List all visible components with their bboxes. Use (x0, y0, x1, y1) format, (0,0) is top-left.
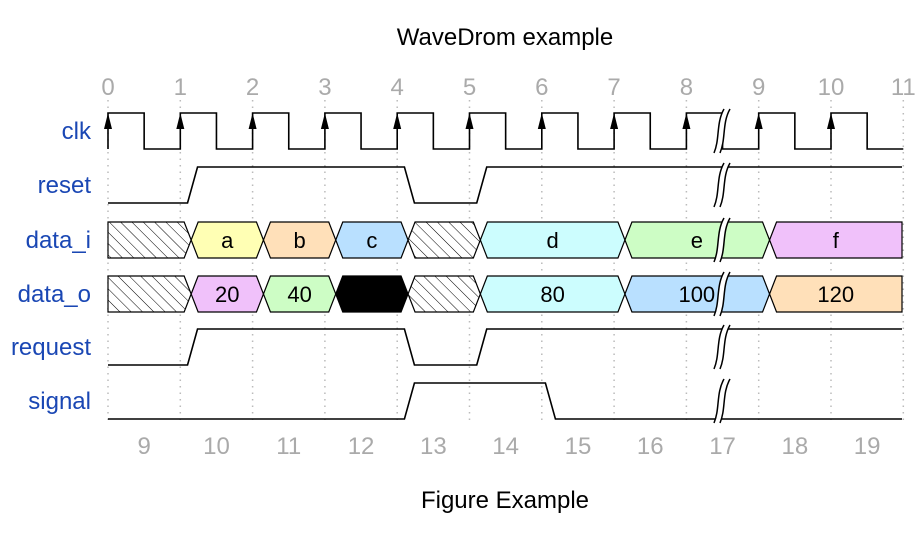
data_i-value-4: e (691, 228, 703, 253)
top-tick-1: 1 (174, 74, 187, 101)
data_i-cell-7 (768, 221, 903, 259)
top-tick-11: 11 (891, 74, 916, 101)
bottom-tick-2: 11 (276, 433, 301, 460)
gap-stroke-a-1 (713, 162, 725, 208)
top-tick-6: 6 (535, 74, 548, 101)
signal-label-request: request (11, 334, 91, 361)
top-tick-8: 8 (680, 74, 693, 101)
clk-edge-arrow-3 (320, 113, 329, 129)
bottom-tick-1: 10 (203, 433, 230, 460)
bottom-tick-9: 18 (781, 433, 808, 460)
gap-stroke-a-4 (713, 324, 725, 370)
top-tick-9: 9 (752, 74, 765, 101)
clk-edge-arrow-1 (176, 113, 185, 129)
bottom-tick-10: 19 (854, 433, 881, 460)
gap-fill-2 (714, 218, 730, 262)
signal-label-data_o: data_o (18, 281, 91, 308)
gap-stroke-a-3 (713, 271, 725, 317)
top-tick-0: 0 (101, 74, 114, 101)
data_o-value-3: 80 (540, 282, 564, 307)
bottom-tick-8: 17 (709, 433, 736, 460)
bottom-tick-5: 14 (492, 433, 519, 460)
wave-request (108, 328, 902, 366)
gap-stroke-b-1 (719, 162, 731, 208)
gap-fill-5 (714, 379, 730, 423)
clk-edge-arrow-6 (537, 113, 546, 129)
wave-signal (108, 382, 902, 420)
gap-stroke-b-3 (719, 271, 731, 317)
signal-label-data_i: data_i (26, 227, 91, 254)
gap-stroke-a-2 (713, 217, 725, 263)
gap-fill-4 (714, 325, 730, 369)
gridlines (107, 100, 905, 425)
bottom-tick-labels: 9 10 11 12 13 14 15 16 17 18 19 (137, 433, 880, 460)
gap-fill-3 (714, 272, 730, 316)
clk-edge-arrow-10 (827, 113, 835, 129)
top-tick-labels: 0 1 2 3 4 5 6 7 8 9 10 11 (101, 74, 915, 101)
data_o-value-2: 60 (360, 282, 384, 307)
bottom-tick-3: 12 (348, 433, 375, 460)
gap-stroke-b-5 (719, 378, 731, 424)
data_o-value-5: 120 (817, 282, 854, 307)
bottom-tick-0: 9 (137, 433, 150, 460)
bottom-tick-6: 15 (565, 433, 592, 460)
clk-edge-arrow-7 (610, 113, 619, 129)
top-tick-10: 10 (818, 74, 845, 101)
gap-stroke-b-0 (719, 108, 731, 154)
top-tick-5: 5 (463, 74, 476, 101)
top-tick-2: 2 (246, 74, 259, 101)
clk-edge-arrow-9 (754, 113, 763, 129)
signal-waves: a b c d e f 20 40 60 80 100 120 (104, 112, 904, 420)
reset-line (108, 166, 902, 204)
top-tick-7: 7 (607, 74, 620, 101)
wave-data_o: 20 40 60 80 100 120 (107, 275, 903, 313)
data_o-cell-0 (107, 275, 192, 313)
gap-fill-1 (714, 163, 730, 207)
top-tick-4: 4 (391, 74, 404, 101)
data_o-cell-7 (768, 275, 903, 313)
clk-edge-arrow-0 (104, 113, 112, 129)
clk-edge-arrow-8 (682, 113, 691, 129)
wave-reset (108, 166, 902, 204)
signal-label-clk: clk (62, 118, 92, 145)
data_i-value-1: b (293, 228, 305, 253)
signal-line (108, 382, 902, 420)
data_i-cell-4 (407, 221, 481, 259)
request-line (108, 328, 902, 366)
gap-fill-0 (714, 109, 730, 153)
clk-line (107, 112, 904, 150)
data_i-value-5: f (833, 228, 840, 253)
data_i-value-2: c (366, 228, 377, 253)
gap-stroke-b-2 (719, 217, 731, 263)
gap-stroke-b-4 (719, 324, 731, 370)
data_i-value-0: a (221, 228, 234, 253)
data_o-value-1: 40 (287, 282, 311, 307)
bottom-tick-7: 16 (637, 433, 664, 460)
time-gap-marker (713, 108, 731, 424)
clk-edge-arrow-5 (465, 113, 474, 129)
gap-stroke-a-5 (713, 378, 725, 424)
wave-clk (104, 112, 904, 150)
data_o-value-4: 100 (678, 282, 715, 307)
diagram-footer: Figure Example (421, 487, 589, 514)
data_i-value-3: d (547, 228, 559, 253)
bottom-tick-4: 13 (420, 433, 447, 460)
data_i-cell-0 (107, 221, 192, 259)
data_o-value-0: 20 (215, 282, 239, 307)
clk-edge-arrow-4 (393, 113, 402, 129)
signal-label-reset: reset (38, 172, 92, 199)
gap-stroke-a-0 (713, 108, 725, 154)
wave-data_i: a b c d e f (107, 221, 903, 259)
clk-edge-arrow-2 (248, 113, 257, 129)
data_o-cell-4 (407, 275, 481, 313)
diagram-title: WaveDrom example (397, 24, 614, 51)
signal-label-signal: signal (28, 388, 91, 415)
top-tick-3: 3 (318, 74, 331, 101)
